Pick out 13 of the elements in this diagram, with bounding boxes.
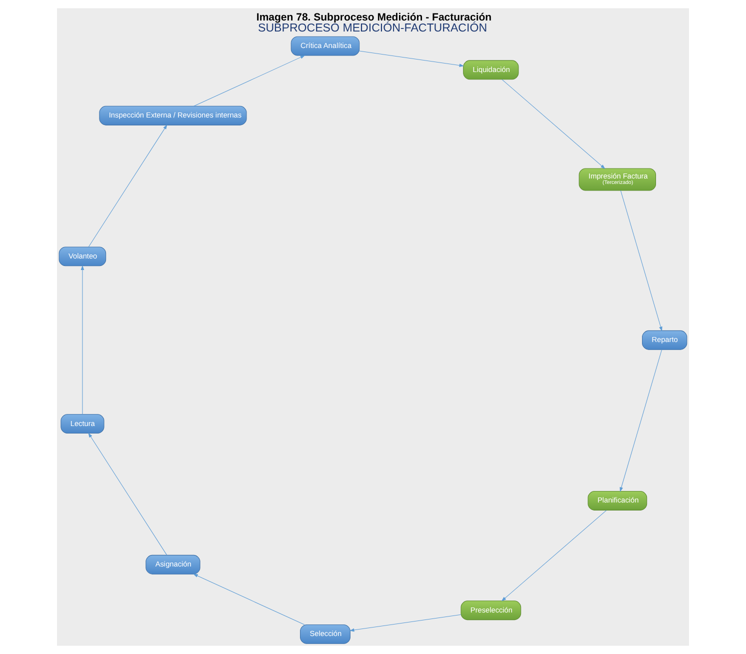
arrow xyxy=(88,124,168,248)
arrow xyxy=(194,55,306,106)
arrow xyxy=(193,574,305,625)
arrow xyxy=(359,50,464,67)
arrow xyxy=(349,614,462,632)
caption: Imagen 78. Subproceso Medición - Facturación xyxy=(256,11,492,24)
arrow xyxy=(501,510,607,602)
arrow xyxy=(620,190,662,332)
arrow xyxy=(502,79,606,169)
arrow xyxy=(620,349,662,492)
arrow xyxy=(88,432,168,556)
arrow xyxy=(80,265,84,415)
diagram-title: SUBPROCESO MEDICIÓN-FACTURACIÓN xyxy=(258,22,488,35)
